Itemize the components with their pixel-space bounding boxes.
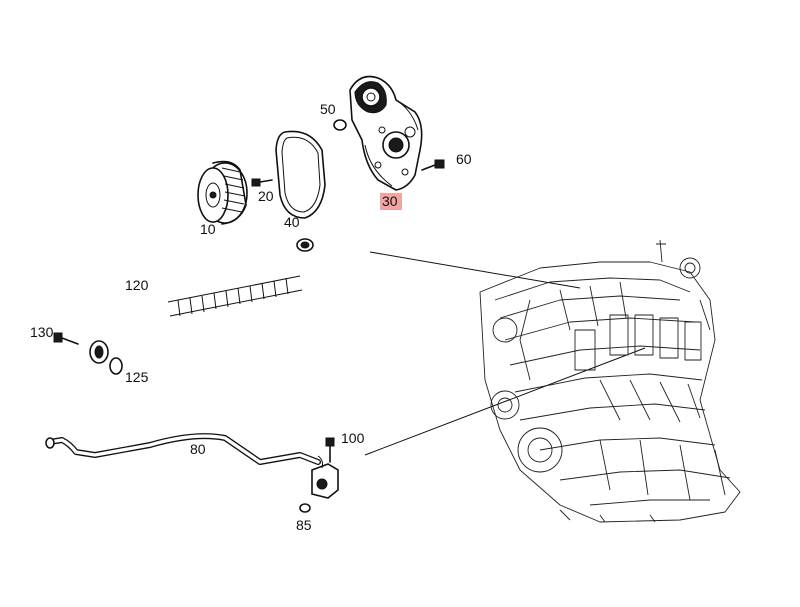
callout-40: 40 — [284, 214, 300, 230]
part-125-o-ring — [109, 357, 123, 375]
callout-20: 20 — [258, 188, 274, 204]
part-100-bolt — [325, 437, 335, 463]
callout-130: 130 — [30, 324, 54, 340]
part-85-o-ring — [299, 503, 311, 513]
part-30-cover — [349, 75, 423, 191]
part-60-bolt — [421, 159, 445, 171]
part-40-gasket — [275, 130, 326, 219]
callout-60: 60 — [456, 151, 472, 167]
callout-80: 80 — [190, 441, 206, 457]
callout-120: 120 — [125, 277, 149, 293]
part-50-o-ring — [333, 119, 347, 131]
callout-125: 125 — [125, 369, 149, 385]
leader-lines — [364, 251, 646, 456]
part-10-pulley — [197, 160, 248, 225]
callout-10: 10 — [200, 221, 216, 237]
part-130-bolt — [53, 332, 79, 345]
part-120-breather-hose — [89, 238, 332, 364]
part-20-bolt — [251, 178, 273, 187]
fitting-block — [311, 455, 339, 499]
callout-30: 30 — [382, 193, 398, 209]
part-80-pipe — [45, 433, 321, 465]
callout-50: 50 — [320, 101, 336, 117]
callout-100: 100 — [341, 430, 365, 446]
engine-assembly — [479, 239, 741, 523]
callout-85: 85 — [296, 517, 312, 533]
callout-30-highlight — [380, 193, 402, 210]
